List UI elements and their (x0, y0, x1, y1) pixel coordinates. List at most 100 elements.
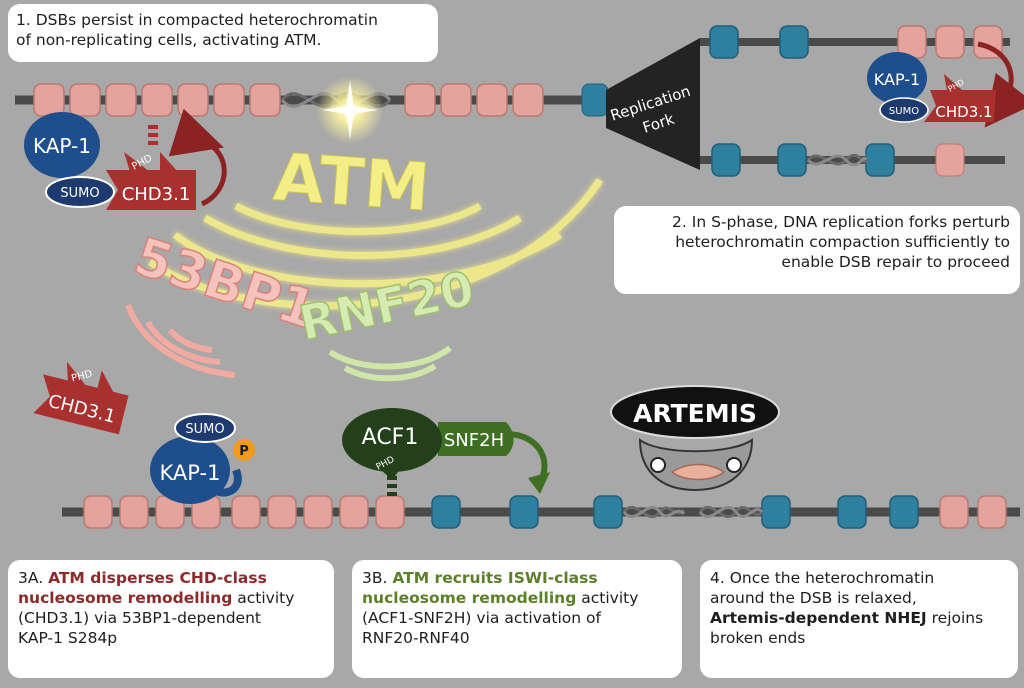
dna-helix-broken-ends (622, 505, 764, 519)
step3a-highlight1: ATM disperses CHD-class (48, 569, 267, 587)
step2-line1: 2. In S-phase, DNA replication forks per… (672, 213, 1010, 231)
nucleosome-relaxed (509, 495, 539, 529)
nucleosome (105, 83, 137, 117)
kap1-protein (24, 112, 100, 178)
relaxed-nucleosomes-bottom (431, 495, 919, 529)
step2-caption: 2. In S-phase, DNA replication forks per… (614, 206, 1020, 294)
acf1-snf2h-complex: SNF2H ACF1 PHD (342, 408, 550, 496)
bottom-chromatin-strand (62, 495, 1020, 529)
step4-highlight: Artemis-dependent NHEJ (710, 609, 927, 627)
kap1-protein (867, 52, 927, 104)
rnf20-waves (328, 345, 452, 382)
chd3-label: CHD3.1 (935, 103, 992, 121)
nucleosome-relaxed (837, 495, 867, 529)
nucleosome-relaxed (431, 495, 461, 529)
chd3-protein (33, 374, 129, 435)
step4-caption: 4. Once the heterochromatin around the D… (700, 560, 1018, 678)
step4-line4: broken ends (710, 629, 806, 647)
step1-line2: of non-replicating cells, activating ATM… (16, 31, 322, 49)
nucleosome (33, 83, 65, 117)
kap1-complex-fork: KAP-1 CHD3.1 PHD SUMO (867, 41, 1024, 128)
sumo-label: SUMO (60, 186, 99, 201)
nucleosome-relaxed (709, 25, 739, 59)
nucleosome (939, 495, 969, 529)
nucleosome (935, 25, 965, 59)
nucleosome-relaxed (889, 495, 919, 529)
atm-waves (148, 178, 603, 310)
kap1-label: KAP-1 (874, 70, 920, 89)
53bp1-waves (125, 303, 236, 378)
nucleosome (303, 495, 333, 529)
nucleosome (177, 83, 209, 117)
compact-nucleosomes-bottom (83, 495, 1007, 529)
artemis-badge (610, 385, 780, 439)
nucleosome (977, 495, 1007, 529)
step3b-highlight2: nucleosome remodelling (362, 589, 577, 607)
nucleosome (119, 495, 149, 529)
dna-double-helix (806, 153, 868, 167)
compact-nucleosomes-top (33, 83, 544, 117)
sumo-protein (45, 176, 115, 208)
nucleosome-relaxed (777, 143, 807, 177)
nucleosome-relaxed (761, 495, 791, 529)
nucleosome (935, 143, 965, 177)
nucleosome (339, 495, 369, 529)
step3b-caption: 3B. ATM recruits ISWI-class nucleosome r… (352, 560, 682, 678)
chd3-dispersed: CHD3.1 PHD (33, 361, 129, 435)
sumo-protein (174, 413, 236, 443)
step3b-line3: (ACF1-SNF2H) via activation of (362, 609, 601, 627)
nucleosome (141, 83, 173, 117)
atm-label: ATM (271, 139, 433, 227)
nucleosome (375, 495, 405, 529)
nucleosome (267, 495, 297, 529)
dsb-spark (322, 80, 378, 140)
step3a-rest2: activity (237, 589, 295, 607)
lower-daughter-strand (700, 143, 1005, 177)
nucleosome (83, 495, 113, 529)
kap1-phosphorylated: KAP-1 SUMO P (150, 413, 255, 504)
nucleosome-relaxed (865, 143, 895, 177)
step3a-caption: 3A. ATM disperses CHD-class nucleosome r… (8, 560, 334, 678)
step4-rest3: rejoins (931, 609, 984, 627)
nucleosome (213, 83, 245, 117)
snf2h-protein (438, 422, 514, 456)
sumo-label: SUMO (185, 422, 224, 437)
kap1-complex-left: KAP-1 CHD3.1 PHD SUMO (24, 108, 227, 210)
replication-fork-shape (606, 38, 700, 170)
chd3-protein (924, 90, 996, 122)
nucleosome (69, 83, 101, 117)
step3b-highlight1: ATM recruits ISWI-class (392, 569, 598, 587)
phd-label: PHD (70, 369, 94, 385)
replication-fork: Replication Fork (606, 38, 700, 170)
step3b-rest2: activity (581, 589, 639, 607)
kap1-label: KAP-1 (160, 461, 221, 485)
step1-line1: 1. DSBs persist in compacted heterochrom… (16, 11, 378, 29)
kap1-label: KAP-1 (33, 134, 91, 158)
step1-caption: 1. DSBs persist in compacted heterochrom… (8, 4, 438, 62)
step2-line2: heterochromatin compaction sufficiently … (675, 233, 1010, 251)
53bp1-label: 53BP1 (127, 227, 323, 342)
step2-line3: enable DSB repair to proceed (781, 253, 1010, 271)
step3a-prefix: 3A. (18, 569, 44, 587)
snf2h-label: SNF2H (444, 430, 504, 451)
top-chromatin-strand (15, 76, 609, 144)
nucleosome (512, 83, 544, 117)
dispersal-arrow (977, 41, 1024, 128)
chd3-protein (106, 170, 196, 210)
nucleosome-relaxed (593, 495, 623, 529)
step4-line2: around the DSB is relaxed, (710, 589, 917, 607)
nucleosome (404, 83, 436, 117)
nucleosome (249, 83, 281, 117)
step3b-prefix: 3B. (362, 569, 388, 587)
step3a-line3: (CHD3.1) via 53BP1-dependent (18, 609, 261, 627)
atm-signal: ATM (148, 138, 603, 310)
phosphate-label: P (239, 444, 249, 459)
sumo-label: SUMO (889, 106, 919, 117)
step3b-line4: RNF20-RNF40 (362, 629, 470, 647)
rnf20-protein: RNF20 (294, 260, 480, 382)
step3a-line4: KAP-1 S284p (18, 629, 118, 647)
nucleosome-relaxed (581, 83, 609, 117)
phosphate (233, 439, 255, 461)
